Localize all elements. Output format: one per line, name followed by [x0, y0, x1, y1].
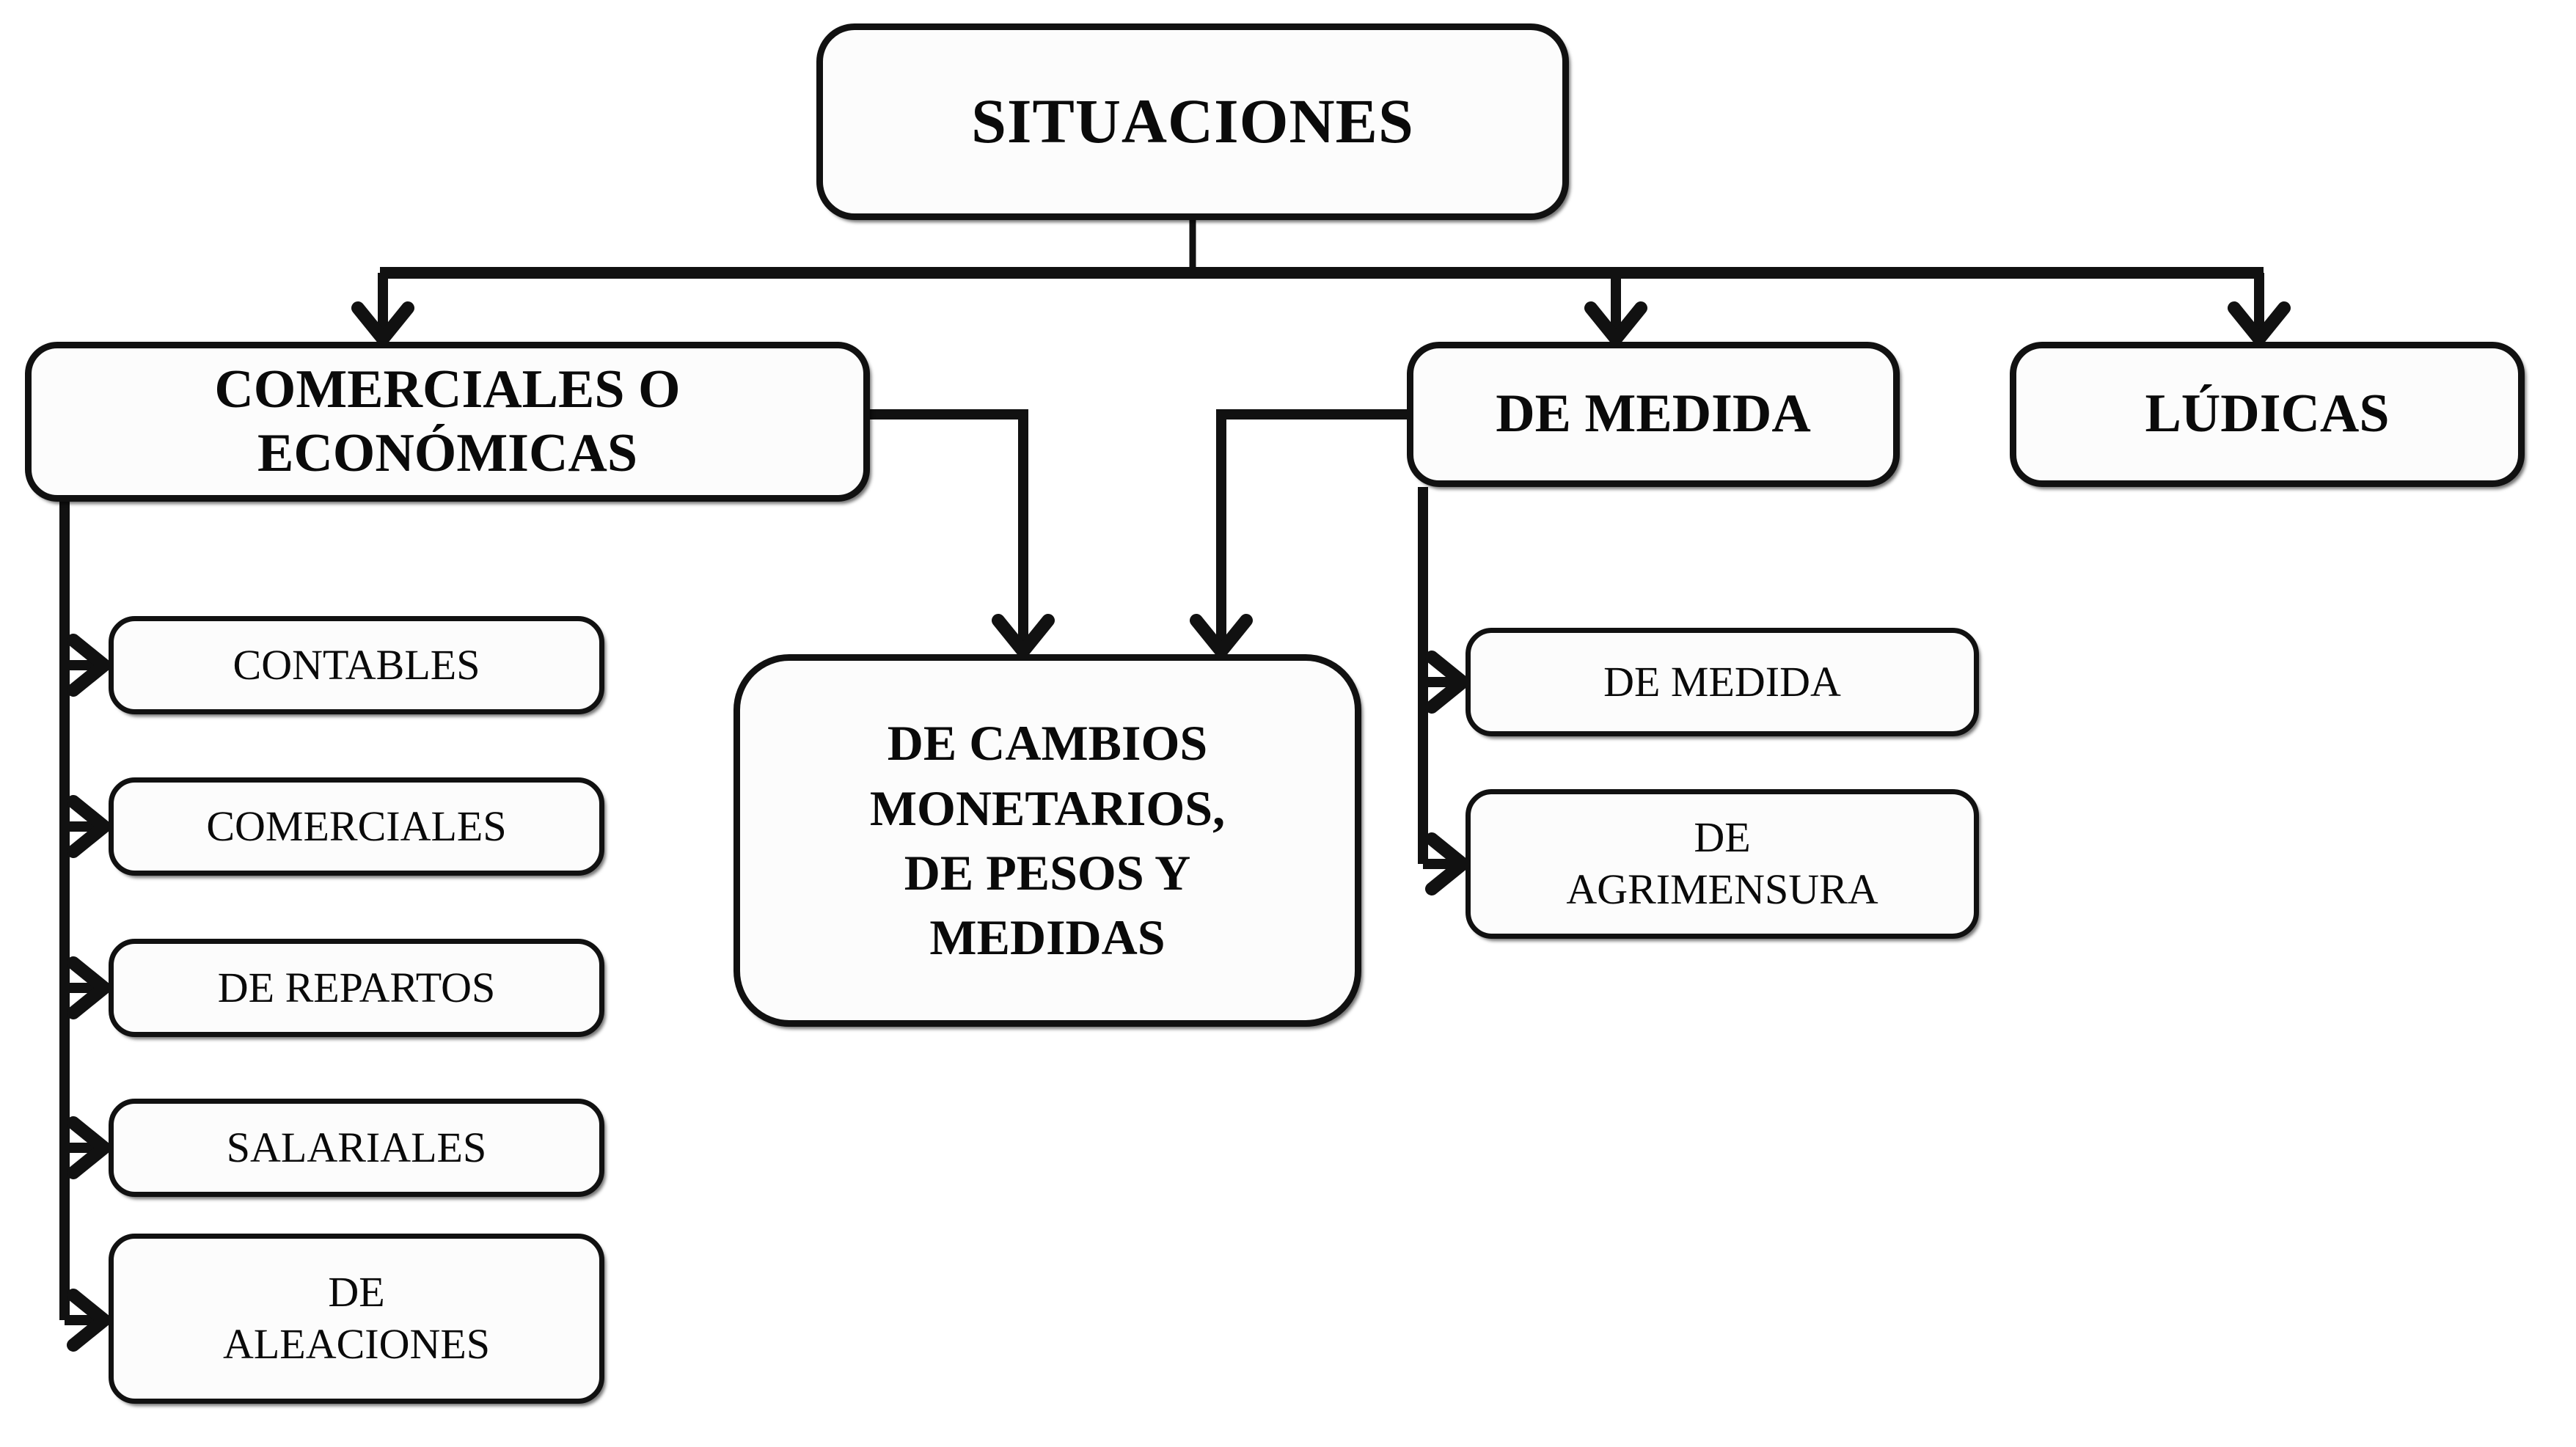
node-label: DE AGRIMENSURA [1566, 813, 1878, 913]
node-de-medida-child[interactable]: DE MEDIDA [1466, 628, 1979, 736]
node-label: COMERCIALES [206, 802, 507, 850]
node-de-cambios-monetarios[interactable]: DE CAMBIOS MONETARIOS, DE PESOS Y MEDIDA… [733, 654, 1361, 1027]
edge-bus-to-ludicas [2234, 273, 2284, 339]
node-label: DE MEDIDA [1603, 657, 1841, 706]
node-label: DE CAMBIOS MONETARIOS, DE PESOS Y MEDIDA… [869, 715, 1226, 966]
edge-de-medida-to-cambios [1196, 409, 1407, 651]
edge-comerciales-to-cambios [870, 409, 1048, 651]
node-label: DE ALEACIONES [222, 1268, 491, 1368]
node-comerciales[interactable]: COMERCIALES [109, 777, 604, 876]
node-label: CONTABLES [233, 640, 480, 689]
edge-spine-de-medida [1418, 487, 1463, 889]
edge-spine-comerciales [59, 502, 104, 1345]
edge-bus-to-comerciales [358, 273, 408, 339]
node-label: DE REPARTOS [217, 963, 496, 1011]
node-de-agrimensura[interactable]: DE AGRIMENSURA [1466, 789, 1979, 939]
node-label: LÚDICAS [2145, 384, 2390, 444]
node-label: DE MEDIDA [1496, 384, 1811, 444]
edge-bus-to-de-medida [1591, 273, 1641, 339]
node-comerciales-o-economicas[interactable]: COMERCIALES O ECONÓMICAS [25, 342, 870, 502]
node-de-medida[interactable]: DE MEDIDA [1407, 342, 1900, 487]
node-label: SALARIALES [226, 1123, 487, 1171]
node-situaciones[interactable]: SITUACIONES [816, 23, 1569, 220]
node-contables[interactable]: CONTABLES [109, 616, 604, 714]
node-salariales[interactable]: SALARIALES [109, 1099, 604, 1197]
node-label: SITUACIONES [971, 86, 1414, 157]
node-label: COMERCIALES O ECONÓMICAS [214, 359, 681, 483]
node-de-aleaciones[interactable]: DE ALEACIONES [109, 1234, 604, 1404]
node-ludicas[interactable]: LÚDICAS [2010, 342, 2525, 487]
node-de-repartos[interactable]: DE REPARTOS [109, 939, 604, 1037]
